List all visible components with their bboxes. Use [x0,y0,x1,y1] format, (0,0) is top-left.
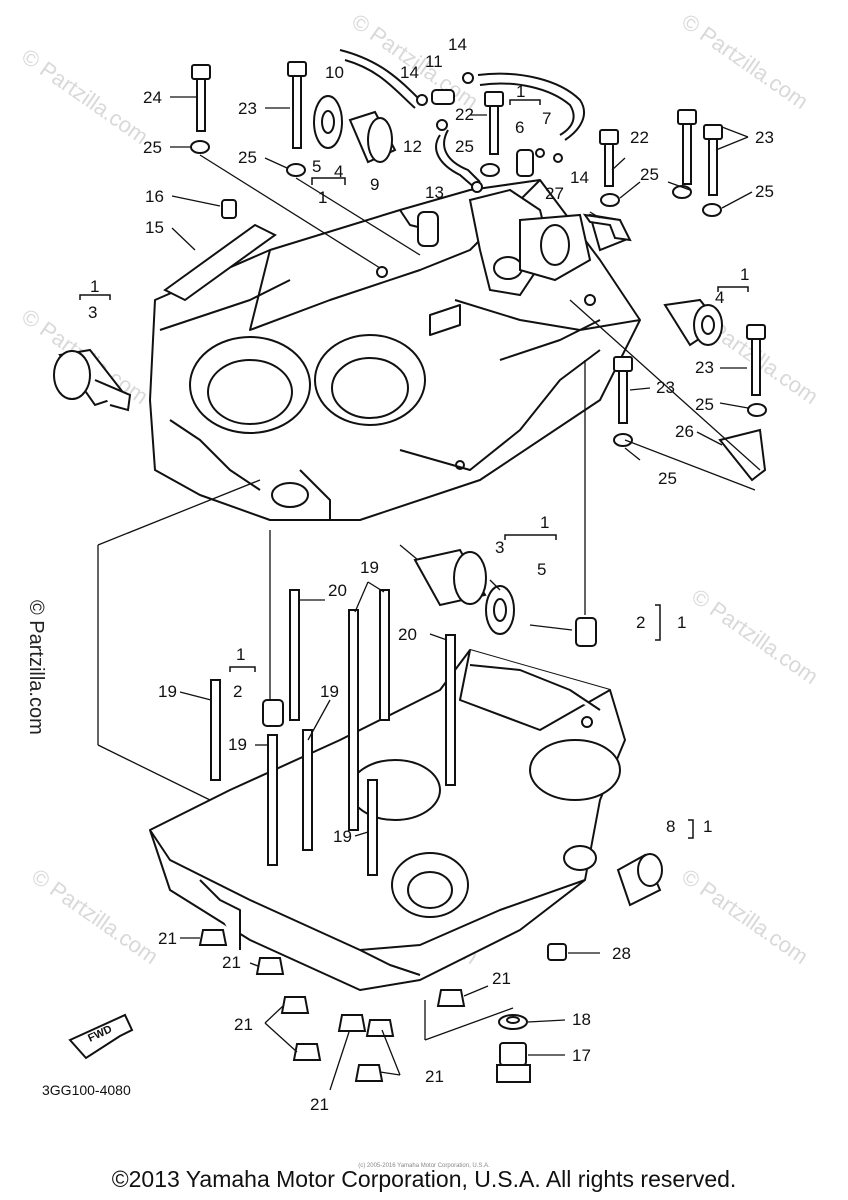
studs [210,589,456,876]
callout-11: 11 [425,52,443,71]
callout-labels: 24 23 25 10 14 11 14 1 22 7 5 4 1 25 12 … [88,35,774,1114]
callout-25: 25 [143,138,162,157]
callout-5: 5 [537,560,546,579]
callout-21: 21 [222,953,241,972]
part-4-mount-right [663,298,723,347]
callout-25: 25 [455,137,474,156]
callout-16: 16 [145,187,164,206]
middle-parts [262,548,597,727]
callout-25: 25 [658,469,677,488]
callout-22: 22 [455,105,474,124]
callout-25: 25 [640,165,659,184]
callout-13: 13 [425,183,444,202]
part-code-label: 3GG100-4080 [42,1082,131,1098]
callout-9: 9 [370,175,379,194]
callout-24: 24 [143,88,162,107]
callout-6: 6 [515,118,524,137]
watermark-text: © Partzilla.com [347,9,483,115]
callout-26: 26 [675,422,694,441]
watermark-text: © Partzilla.com [677,9,813,115]
callout-2: 2 [636,613,645,632]
part-15-strip [163,223,277,302]
set-label: 1 [740,265,749,284]
leader-lines [97,96,761,1091]
callout-25: 25 [238,148,257,167]
set-label: 1 [540,513,549,532]
callout-4: 4 [334,162,343,181]
callout-23: 23 [755,128,774,147]
callout-19: 19 [333,827,352,846]
callout-20: 20 [398,625,417,644]
callout-14: 14 [448,35,467,54]
callout-17: 17 [572,1046,591,1065]
callout-20: 20 [328,581,347,600]
callout-21: 21 [158,929,177,948]
watermark-text: © Partzilla.com [27,864,163,970]
set-label: 1 [516,82,525,101]
watermark-text: © Partzilla.com [687,584,823,690]
set-label: 1 [703,817,712,836]
watermark-text: © Partzilla.com [677,864,813,970]
callout-19: 19 [228,735,247,754]
callout-2: 2 [233,682,242,701]
watermark-text: © Partzilla.com [17,44,153,150]
callout-3: 3 [88,303,97,322]
callout-12: 12 [403,137,422,156]
callout-3: 3 [495,538,504,557]
set-label: 1 [90,277,99,296]
callout-14: 14 [570,168,589,187]
callout-21: 21 [234,1015,253,1034]
callout-18: 18 [572,1010,591,1029]
callout-22: 22 [630,128,649,147]
fwd-arrow-icon: FWD [68,1013,134,1060]
callout-15: 15 [145,218,164,237]
callout-28: 28 [612,944,631,963]
callout-4: 4 [715,288,724,307]
lower-crankcase [149,649,626,991]
footer-copyright: ©2013 Yamaha Motor Corporation, U.S.A. A… [111,1166,737,1192]
hoses [339,49,585,189]
callout-19: 19 [360,558,379,577]
set-label: 1 [236,645,245,664]
upper-mounts [468,188,627,297]
callout-23: 23 [695,358,714,377]
footer-small-copyright: (c) 2005-2016 Yamaha Motor Corporation, … [358,1163,490,1169]
set-label: 1 [318,188,327,207]
callout-27: 27 [545,184,564,203]
set-brackets [79,99,749,839]
callout-21: 21 [310,1095,329,1114]
watermark-side-text: © Partzilla.com [25,600,47,735]
part-16-plug [221,199,237,219]
callout-23: 23 [656,378,675,397]
callout-7: 7 [542,109,551,128]
set-label: 1 [677,613,686,632]
callout-25: 25 [695,395,714,414]
callout-14: 14 [400,63,419,82]
part-3-bushing-left [53,348,132,412]
callout-5: 5 [312,157,321,176]
callout-8: 8 [666,817,675,836]
fittings [416,72,563,193]
callout-19: 19 [158,682,177,701]
lower-small-parts [496,853,663,1083]
nuts-21 [198,929,466,1082]
callout-19: 19 [320,682,339,701]
part-4-5-top [313,95,397,164]
bolts-upper [191,61,766,424]
callout-23: 23 [238,99,257,118]
callout-10: 10 [325,63,344,82]
callout-21: 21 [425,1067,444,1086]
callout-21: 21 [492,969,511,988]
callout-25: 25 [755,182,774,201]
